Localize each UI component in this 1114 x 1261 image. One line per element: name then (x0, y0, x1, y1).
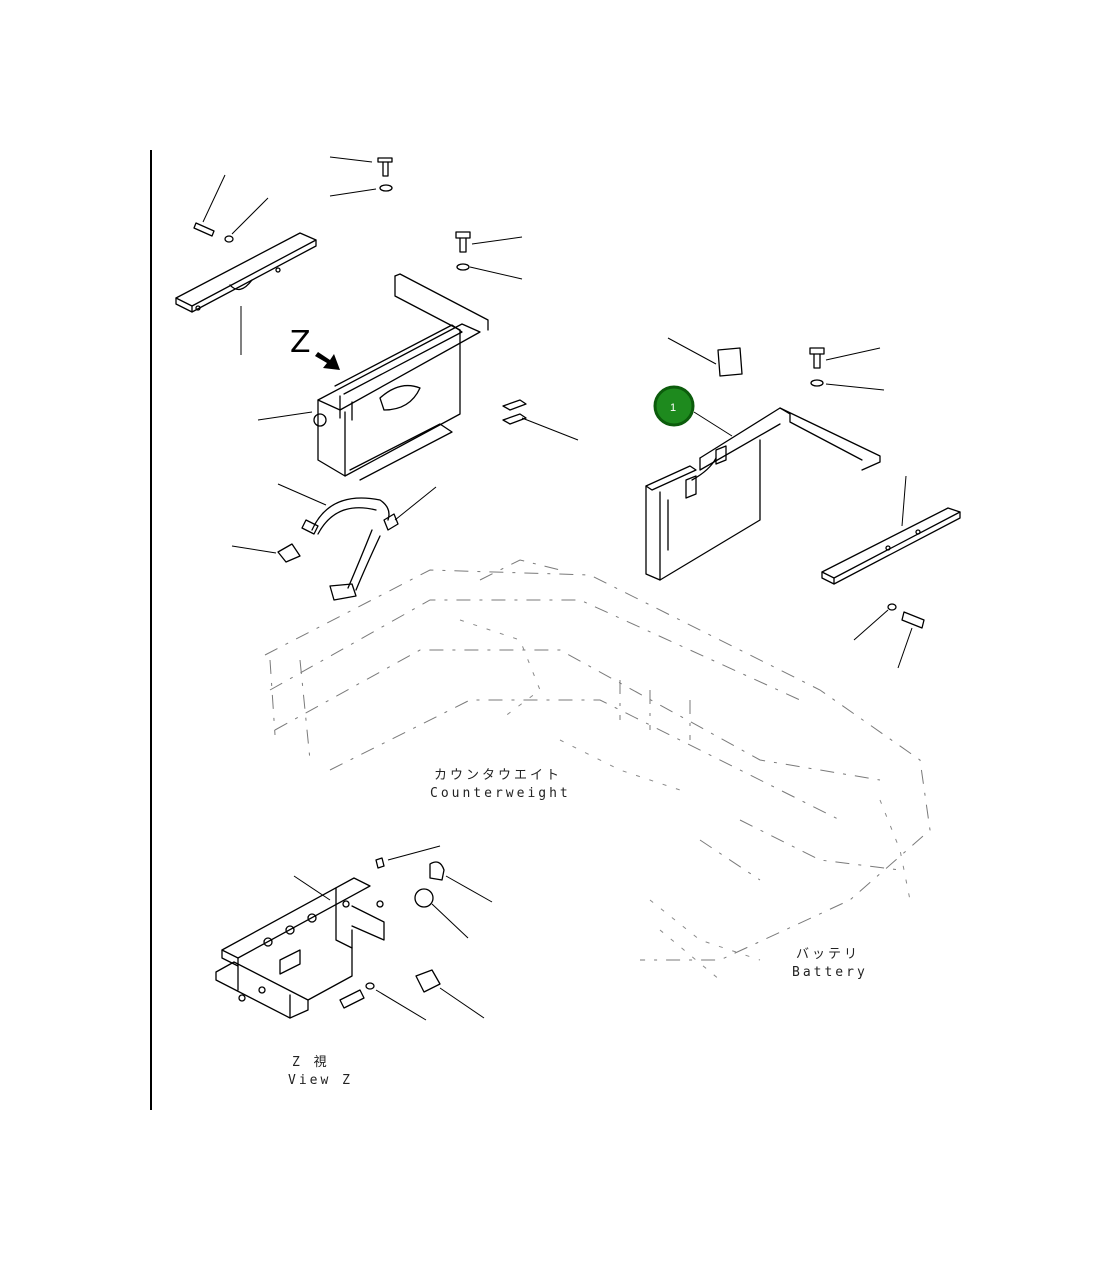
bolt-top-left (329, 156, 393, 177)
view-z-letter: Z (290, 325, 311, 360)
bolt-center (455, 231, 523, 280)
small-plate (502, 399, 579, 441)
view-z-marker: Z (290, 325, 340, 370)
battery-bracket-right (645, 407, 881, 581)
callout-1-number: 1 (670, 402, 676, 414)
view-z-label-jp: Z 視 (292, 1055, 330, 1070)
battery-label-en: Battery (792, 965, 868, 980)
pad-block (667, 337, 743, 377)
counterweight-label-en: Counterweight (430, 786, 571, 801)
view-z-label-en: View Z (288, 1073, 353, 1088)
bolt-side-left (193, 174, 269, 243)
bolt-right (809, 347, 885, 391)
phantom-machine-frame (264, 559, 931, 981)
bolt-lower-right (853, 603, 925, 669)
counterweight-label-jp: カウンタウエイト (434, 768, 562, 783)
battery-box-left (257, 273, 489, 481)
cover-plate-left (175, 232, 317, 355)
washer-top-left (329, 184, 393, 197)
view-z-parts (339, 845, 493, 1021)
cover-plate-right (821, 475, 961, 585)
view-arrow-icon (315, 352, 340, 370)
view-z-assembly (215, 875, 385, 1019)
callout-1[interactable]: 1 (653, 385, 695, 427)
clamp-left (231, 543, 301, 563)
battery-label-jp: バッテリ (796, 947, 860, 962)
cable-harness (277, 483, 437, 601)
callout-1-marker[interactable] (653, 385, 695, 427)
